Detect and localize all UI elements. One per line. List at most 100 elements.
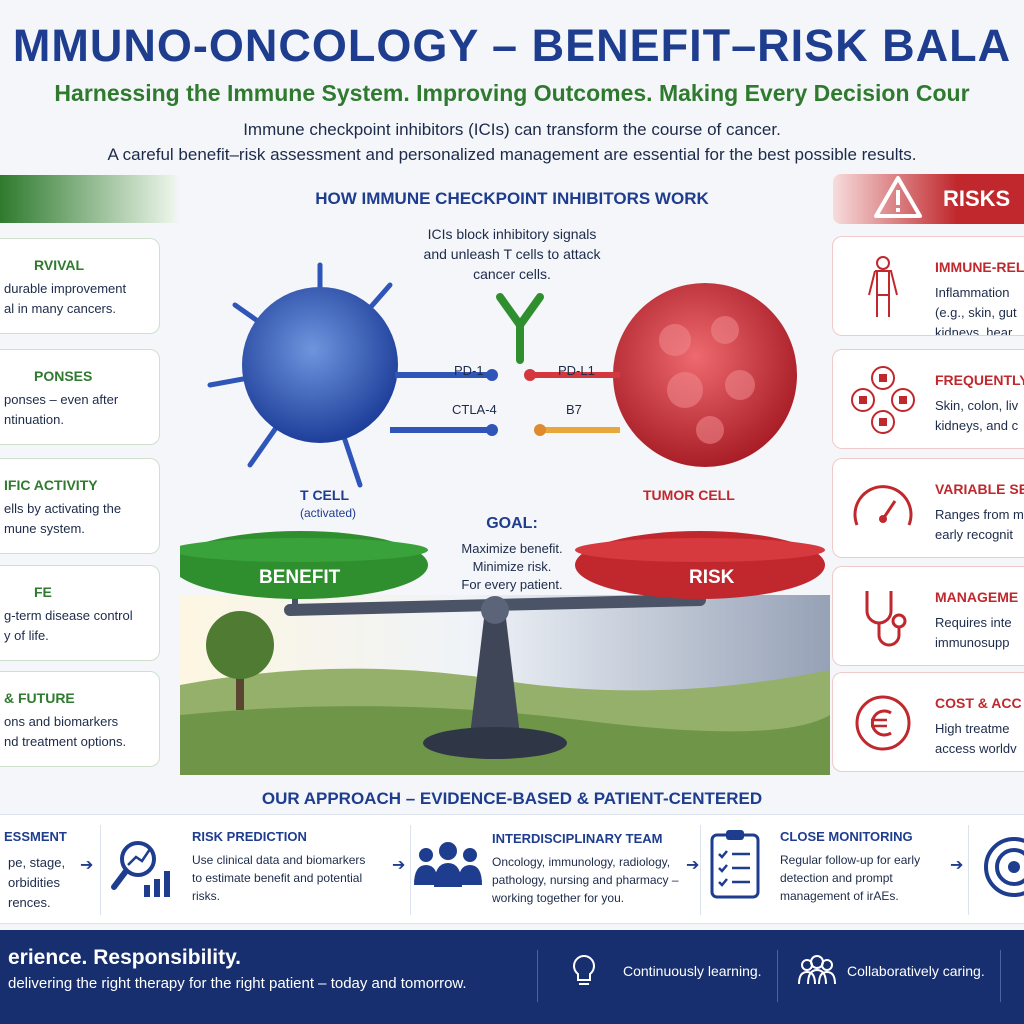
- t-cell: [207, 262, 498, 488]
- goal-line: For every patient.: [461, 577, 563, 592]
- step-text: Oncology, immunology, radiology,patholog…: [492, 855, 679, 905]
- tumor-cell-label: TUMOR CELL: [643, 487, 735, 503]
- magnifier-chart-icon: [111, 841, 170, 897]
- benefit-pan-label: BENEFIT: [259, 567, 341, 588]
- goal-line: Minimize risk.: [472, 559, 552, 574]
- lightbulb-icon: [573, 954, 595, 985]
- benefit-title: RVIVAL: [34, 257, 85, 273]
- divider: [968, 825, 969, 915]
- ctla4-label: CTLA-4: [452, 402, 497, 417]
- pd1-label: PD-1: [454, 363, 484, 378]
- people-icon: [798, 955, 836, 985]
- tumor-cell: [524, 283, 797, 467]
- step-title: CLOSE MONITORING: [780, 829, 913, 844]
- step-risk-prediction: RISK PREDICTION Use clinical data and bi…: [190, 815, 400, 925]
- benefit-title: IFIC ACTIVITY: [4, 477, 98, 493]
- scale-illustration: [180, 262, 830, 775]
- intro-line-2: A careful benefit–risk assessment and pe…: [107, 145, 917, 164]
- intro-line-1: Immune checkpoint inhibitors (ICIs) can …: [243, 120, 781, 139]
- approach-title: OUR APPROACH – EVIDENCE-BASED & PATIENT-…: [261, 789, 763, 808]
- footer: [0, 930, 1024, 1024]
- arrow-right-icon: ➔: [80, 857, 94, 874]
- tagline: Harnessing the Immune System. Improving …: [54, 80, 970, 106]
- team-icon: [414, 842, 482, 887]
- divider: [100, 825, 101, 915]
- benefit-title: PONSES: [34, 368, 93, 384]
- step-title: RISK PREDICTION: [192, 829, 307, 844]
- benefit-title: & FUTURE: [4, 690, 75, 706]
- footer-subline: delivering the right therapy for the rig…: [8, 975, 467, 992]
- divider: [410, 825, 411, 915]
- pdl1-label: PD-L1: [558, 363, 595, 378]
- t-cell-label: T CELL: [300, 487, 349, 503]
- footer-item-learning: Continuously learning.: [623, 963, 762, 979]
- clipboard-icon: [710, 830, 760, 899]
- risk-title: MANAGEME: [935, 589, 1019, 605]
- risks-label: RISKS: [943, 186, 1011, 211]
- stethoscope-icon: [865, 591, 907, 647]
- step-close-monitoring: CLOSE MONITORING Regular follow-up for e…: [778, 815, 958, 925]
- goal-title: GOAL:: [486, 515, 538, 532]
- step-interdisciplinary-team: INTERDISCIPLINARY TEAM Oncology, immunol…: [490, 815, 700, 925]
- divider: [700, 825, 701, 915]
- mechanism-line-1: ICIs block inhibitory signals: [427, 226, 597, 242]
- goal-line: Maximize benefit.: [461, 541, 563, 556]
- target-icon: [984, 837, 1024, 897]
- arrow-right-icon: ➔: [686, 857, 700, 874]
- organs-icon: [851, 366, 915, 434]
- benefits-header-band: [0, 175, 180, 223]
- risk-title: COST & ACC: [935, 695, 1022, 711]
- balance-scale: [180, 531, 825, 759]
- risk-pan-label: RISK: [689, 567, 735, 588]
- b7-label: B7: [566, 402, 582, 417]
- risk-title: FREQUENTLY: [935, 372, 1024, 388]
- divider: [777, 950, 778, 1002]
- risk-title: VARIABLE SE: [935, 481, 1024, 497]
- antibody-icon: [496, 293, 544, 364]
- gauge-icon: [853, 485, 913, 526]
- mechanism-line-2: and unleash T cells to attack: [423, 246, 601, 262]
- divider: [537, 950, 538, 1002]
- mechanism-title: HOW IMMUNE CHECKPOINT INHIBITORS WORK: [315, 189, 709, 208]
- benefit-title: FE: [34, 584, 52, 600]
- page-title: MMUNO-ONCOLOGY – BENEFIT–RISK BALA: [12, 20, 1012, 71]
- t-cell-sublabel: (activated): [300, 506, 357, 520]
- step-title: INTERDISCIPLINARY TEAM: [492, 831, 663, 846]
- mechanism-line-3: cancer cells.: [473, 266, 551, 282]
- warning-icon: [874, 176, 922, 218]
- arrow-right-icon: ➔: [950, 857, 964, 874]
- risk-title: IMMUNE-REL: [935, 259, 1024, 275]
- arrow-right-icon: ➔: [392, 857, 406, 874]
- step-title: ESSMENT: [4, 829, 67, 844]
- euro-icon: [855, 695, 911, 751]
- risks-header-band: [833, 174, 1024, 224]
- footer-item-caring: Collaboratively caring.: [847, 963, 985, 979]
- body-icon: [868, 256, 898, 317]
- divider: [1000, 950, 1001, 1002]
- footer-headline: erience. Responsibility.: [8, 946, 242, 969]
